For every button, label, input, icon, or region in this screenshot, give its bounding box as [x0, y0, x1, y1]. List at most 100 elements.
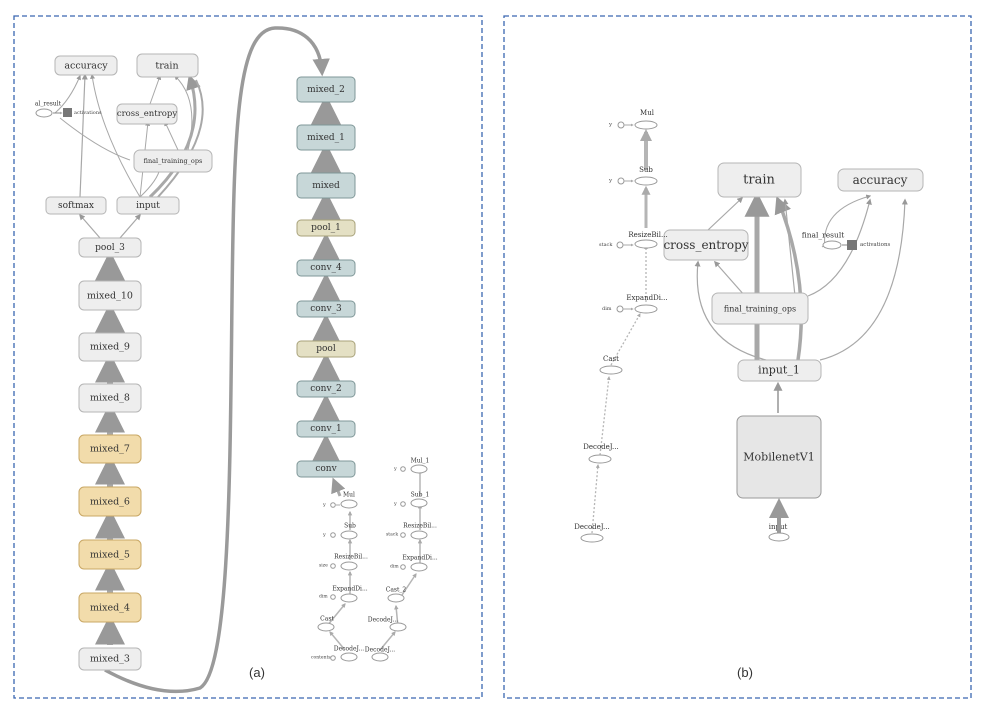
- node-pool-1-label: pool_1: [311, 223, 341, 233]
- small-stack-label: stack: [386, 532, 398, 538]
- node-final-training-ops[interactable]: final_training_ops: [133, 149, 213, 173]
- node-conv-1-label: conv_1: [310, 424, 342, 434]
- node-cross-entropy[interactable]: cross_entropy: [116, 103, 178, 125]
- small-node-decode[interactable]: DecodeJ... contents: [311, 646, 364, 662]
- node-b-mobilenet-label: MobilenetV1: [743, 451, 814, 464]
- node-b-input-1-label: input_1: [758, 364, 800, 377]
- small-node-mul-1[interactable]: Mul_1 y: [393, 458, 429, 474]
- small-node-cast-2[interactable]: Cast_2: [386, 587, 407, 603]
- node-b-train[interactable]: train: [717, 162, 802, 198]
- small-sub-1-label: Sub_1: [411, 492, 430, 499]
- node-conv-4[interactable]: conv_4: [296, 259, 356, 277]
- small-b-sub-label: Sub: [639, 166, 653, 174]
- panel-a-label: (a): [249, 665, 265, 680]
- node-input[interactable]: input: [116, 196, 180, 215]
- node-b-mobilenet[interactable]: MobilenetV1: [736, 415, 822, 499]
- node-conv-3-label: conv_3: [310, 304, 342, 314]
- node-train[interactable]: train: [136, 53, 199, 78]
- node-mixed-3-label: mixed_3: [90, 654, 130, 665]
- node-conv-1[interactable]: conv_1: [296, 420, 356, 438]
- activations-icon: [63, 108, 72, 117]
- small-b-expand-label: ExpandDi...: [626, 294, 667, 302]
- node-softmax[interactable]: softmax: [45, 196, 107, 215]
- node-pool[interactable]: pool: [296, 340, 356, 358]
- node-mixed-9-label: mixed_9: [90, 342, 130, 353]
- node-mixed-8[interactable]: mixed_8: [78, 383, 142, 413]
- node-mixed-10-label: mixed_10: [87, 291, 133, 302]
- node-b-cross-entropy-label: cross_entropy: [663, 238, 748, 252]
- small-b-y2-label: y: [608, 178, 613, 184]
- small-b-dim-label: dim: [602, 306, 612, 312]
- node-mixed-6[interactable]: mixed_6: [78, 486, 142, 517]
- node-final-training-ops-label: final_training_ops: [144, 157, 203, 165]
- node-mixed[interactable]: mixed: [296, 172, 356, 199]
- small-sub-label: Sub: [344, 523, 356, 530]
- panel-a-small-edges: [326, 468, 423, 651]
- node-pool-label: pool: [316, 344, 336, 354]
- node-mixed-1[interactable]: mixed_1: [296, 124, 356, 151]
- small-b-decode-1-label: DecodeJ...: [583, 443, 618, 451]
- small-node-b-cast[interactable]: Cast: [599, 355, 623, 375]
- small-y2-label: y: [322, 532, 326, 538]
- panel-a-right-edges: [311, 94, 346, 497]
- small-node-expand[interactable]: ExpandDi... dim: [319, 586, 368, 603]
- node-mixed-4[interactable]: mixed_4: [78, 592, 142, 623]
- small-node-b-input[interactable]: input: [768, 498, 790, 542]
- node-b-cross-entropy[interactable]: cross_entropy: [663, 229, 749, 261]
- small-cast-2-label: Cast_2: [386, 587, 407, 594]
- small-node-decode-2[interactable]: DecodeJ...: [368, 617, 407, 632]
- small-expand-label: ExpandDi...: [332, 586, 367, 593]
- small-node-sub-1[interactable]: Sub_1 y: [393, 492, 429, 508]
- node-b-input-1[interactable]: input_1: [737, 359, 822, 382]
- node-b-final-training-ops[interactable]: final_training_ops: [711, 292, 809, 325]
- node-accuracy[interactable]: accuracy: [54, 55, 118, 76]
- small-node-sub[interactable]: Sub y: [322, 523, 358, 540]
- small-node-b-decode-1[interactable]: DecodeJ...: [583, 443, 619, 464]
- small-decode-2-label: DecodeJ...: [368, 617, 398, 624]
- small-node-cast[interactable]: Cast: [317, 616, 335, 632]
- small-y3-label: y: [393, 466, 397, 472]
- node-mixed-10[interactable]: mixed_10: [78, 280, 142, 311]
- small-mul-1-label: Mul_1: [411, 458, 430, 465]
- small-node-b-resize[interactable]: ResizeBil... stack: [599, 231, 668, 249]
- small-resize-label: ResizeBil...: [334, 554, 368, 561]
- node-b-accuracy[interactable]: accuracy: [837, 168, 924, 192]
- small-node-b-mul[interactable]: Mul y: [608, 109, 658, 130]
- small-node-resize-2[interactable]: ResizeBil... stack: [386, 523, 437, 540]
- panel-a: accuracy train cross_entropy final_train…: [13, 15, 483, 699]
- node-mixed-2[interactable]: mixed_2: [296, 76, 356, 103]
- small-node-mul[interactable]: Mul y: [322, 492, 358, 509]
- node-mixed-1-label: mixed_1: [307, 133, 345, 143]
- node-b-accuracy-label: accuracy: [853, 173, 908, 187]
- node-mixed-7-label: mixed_7: [90, 444, 130, 455]
- node-conv-3[interactable]: conv_3: [296, 300, 356, 318]
- node-conv-2[interactable]: conv_2: [296, 380, 356, 398]
- small-y1-label: y: [322, 502, 326, 508]
- node-al-result[interactable]: al_result activations: [35, 101, 102, 118]
- panel-b: train accuracy cross_entropy final_train…: [503, 15, 972, 699]
- small-node-b-decode-2[interactable]: DecodeJ...: [574, 523, 610, 543]
- node-conv-2-label: conv_2: [310, 384, 342, 394]
- small-expand-2-label: ExpandDi...: [402, 555, 437, 562]
- node-mixed-6-label: mixed_6: [90, 497, 130, 508]
- small-node-b-expand[interactable]: ExpandDi... dim: [602, 294, 668, 314]
- node-mixed-5[interactable]: mixed_5: [78, 539, 142, 570]
- node-mixed-3[interactable]: mixed_3: [78, 647, 142, 671]
- node-mixed-9[interactable]: mixed_9: [78, 332, 142, 362]
- small-b-activations-label: activations: [860, 242, 891, 248]
- node-mixed-7[interactable]: mixed_7: [78, 434, 142, 464]
- small-node-expand-2[interactable]: ExpandDi... dim: [390, 555, 438, 572]
- small-decode-3-label: DecodeJ...: [365, 647, 395, 654]
- node-pool-1[interactable]: pool_1: [296, 219, 356, 237]
- node-pool-3-label: pool_3: [95, 243, 125, 253]
- small-node-resize[interactable]: ResizeBil... size: [319, 554, 368, 571]
- small-node-b-sub[interactable]: Sub y: [608, 166, 658, 186]
- node-b-final-training-ops-label: final_training_ops: [724, 305, 796, 314]
- small-node-decode-3[interactable]: DecodeJ...: [365, 647, 395, 662]
- node-pool-3[interactable]: pool_3: [78, 237, 142, 258]
- small-b-final-result-label: final_result: [802, 231, 845, 240]
- small-node-b-final-result[interactable]: final_result activations: [802, 231, 891, 251]
- node-conv[interactable]: conv: [296, 460, 356, 478]
- panel-b-small-edges: [591, 129, 652, 534]
